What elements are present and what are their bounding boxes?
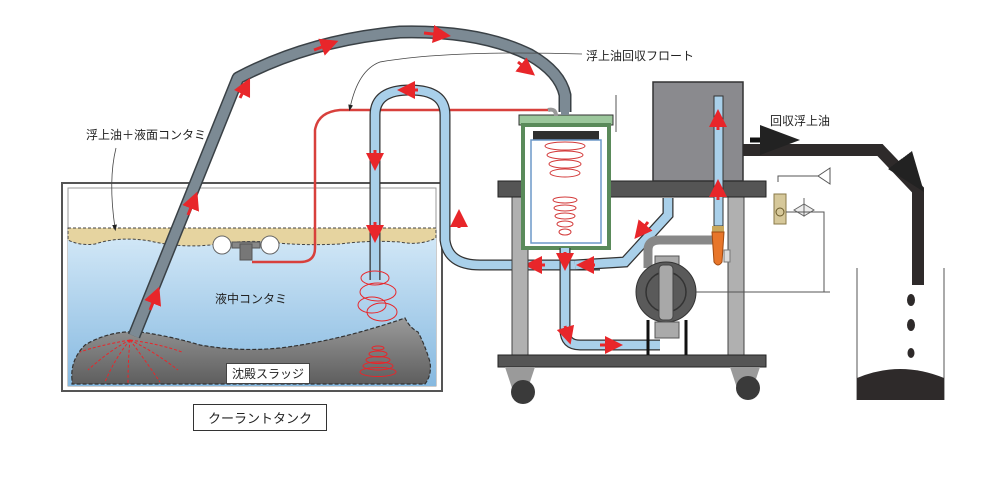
sludge-swirl: [359, 345, 397, 377]
flow-arrows-gray-hose: [144, 25, 536, 311]
label-surface-contaminants: 浮上油＋液面コンタミ: [86, 128, 207, 142]
caster-wheel-right: [736, 376, 760, 400]
label-sludge: 沈殿スラッジ: [226, 363, 311, 384]
outflow-arrow-down: [888, 151, 924, 192]
return-swirl: [357, 270, 398, 322]
oil-collection-container: [856, 268, 945, 400]
oil-recovery-float: [212, 235, 280, 261]
oil-tank: [652, 81, 744, 266]
surface-callout-line: [111, 147, 117, 232]
diaphragm-pump: [635, 235, 830, 355]
float-callout-line: [348, 52, 583, 112]
float-hose: [252, 108, 548, 264]
label-liquid-contaminants: 液中コンタミ: [215, 292, 288, 306]
caster-wheel-left: [511, 380, 535, 404]
label-float: 浮上油回収フロート: [586, 49, 695, 63]
label-coolant-tank: クーラントタンク: [193, 404, 328, 431]
separator-swirl: [544, 141, 586, 236]
flow-arrows-return: [366, 81, 545, 274]
flow-arrows-cart: [556, 219, 653, 354]
sediment-sludge: [71, 317, 432, 385]
floating-oil-layer: [67, 227, 437, 247]
oil-droplets: [907, 294, 915, 358]
coolant-tank: [61, 182, 443, 392]
suction-flow-lines: [79, 339, 183, 385]
label-recovered-oil: 回収浮上油: [770, 114, 831, 128]
air-regulator: [773, 167, 831, 292]
cyclone-separator: [518, 95, 617, 250]
